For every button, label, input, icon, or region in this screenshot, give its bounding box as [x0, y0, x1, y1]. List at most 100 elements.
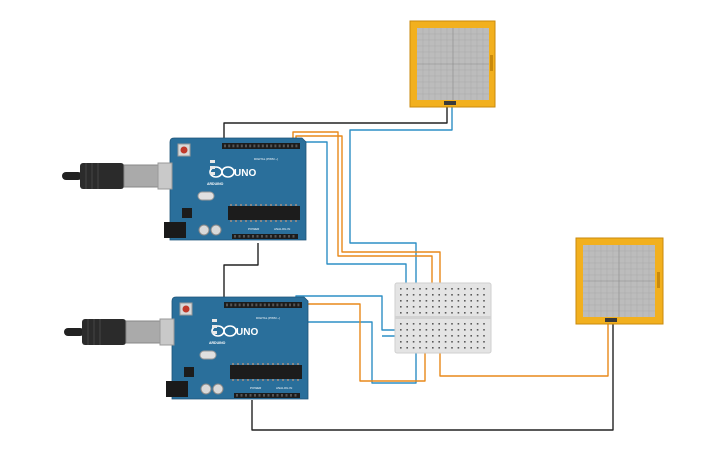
breadboard-hole[interactable]: [412, 288, 415, 290]
breadboard-hole[interactable]: [457, 323, 460, 325]
breadboard-hole[interactable]: [444, 347, 447, 349]
breadboard-hole[interactable]: [432, 288, 434, 290]
breadboard-hole[interactable]: [470, 306, 472, 308]
header-pin[interactable]: [247, 303, 249, 307]
breadboard-hole[interactable]: [451, 341, 453, 343]
breadboard-hole[interactable]: [425, 341, 428, 343]
breadboard-hole[interactable]: [483, 347, 485, 349]
breadboard-hole[interactable]: [406, 335, 408, 337]
breadboard-hole[interactable]: [451, 347, 453, 349]
breadboard-hole[interactable]: [425, 288, 428, 290]
breadboard-hole[interactable]: [425, 347, 428, 349]
header-pin[interactable]: [266, 144, 268, 148]
breadboard-hole[interactable]: [438, 306, 440, 308]
header-pin[interactable]: [263, 303, 266, 307]
breadboard-hole[interactable]: [425, 294, 428, 296]
breadboard-hole[interactable]: [476, 288, 479, 290]
header-pin[interactable]: [242, 303, 245, 307]
breadboard-hole[interactable]: [457, 347, 460, 349]
breadboard-hole[interactable]: [438, 294, 440, 296]
breadboard-hole[interactable]: [483, 294, 485, 296]
breadboard-hole[interactable]: [419, 341, 421, 343]
breadboard-hole[interactable]: [476, 329, 479, 331]
breadboard-hole[interactable]: [483, 312, 485, 314]
header-pin[interactable]: [236, 144, 239, 148]
breadboard-hole[interactable]: [412, 347, 415, 349]
header-pin[interactable]: [259, 303, 262, 307]
header-pin[interactable]: [234, 235, 236, 238]
breadboard-hole[interactable]: [457, 341, 460, 343]
breadboard-hole[interactable]: [425, 335, 428, 337]
breadboard-hole[interactable]: [432, 335, 434, 337]
header-pin[interactable]: [245, 394, 247, 397]
header-pin[interactable]: [232, 144, 235, 148]
breadboard-hole[interactable]: [400, 294, 402, 296]
breadboard-hole[interactable]: [419, 288, 421, 290]
header-pin[interactable]: [282, 144, 285, 148]
breadboard-hole[interactable]: [457, 335, 460, 337]
breadboard-hole[interactable]: [419, 312, 421, 314]
breadboard-hole[interactable]: [412, 312, 415, 314]
breadboard-hole[interactable]: [406, 312, 408, 314]
breadboard-hole[interactable]: [464, 335, 466, 337]
header-pin[interactable]: [234, 303, 237, 307]
header-pin[interactable]: [288, 235, 290, 238]
breadboard-hole[interactable]: [476, 341, 479, 343]
power-jack[interactable]: [164, 222, 186, 238]
header-pin[interactable]: [238, 303, 241, 307]
breadboard-hole[interactable]: [451, 335, 453, 337]
header-pin[interactable]: [261, 235, 263, 238]
header-pin[interactable]: [276, 394, 279, 397]
breadboard-hole[interactable]: [464, 312, 466, 314]
breadboard-hole[interactable]: [419, 323, 421, 325]
breadboard-hole[interactable]: [438, 300, 440, 302]
breadboard-hole[interactable]: [457, 329, 460, 331]
breadboard-hole[interactable]: [476, 347, 479, 349]
wire-black-top-display-gnd[interactable]: [223, 107, 448, 142]
breadboard-hole[interactable]: [432, 329, 434, 331]
breadboard-hole[interactable]: [457, 288, 460, 290]
header-pin[interactable]: [258, 394, 261, 397]
breadboard-hole[interactable]: [444, 341, 447, 343]
breadboard-hole[interactable]: [464, 288, 466, 290]
breadboard-hole[interactable]: [419, 294, 421, 296]
wire-black-board-link[interactable]: [223, 243, 259, 300]
breadboard-hole[interactable]: [425, 312, 428, 314]
breadboard-hole[interactable]: [432, 341, 434, 343]
breadboard-hole[interactable]: [406, 347, 408, 349]
breadboard-hole[interactable]: [457, 294, 460, 296]
breadboard-hole[interactable]: [432, 294, 434, 296]
breadboard-hole[interactable]: [483, 323, 485, 325]
header-pin[interactable]: [289, 303, 291, 307]
breadboard-hole[interactable]: [444, 312, 447, 314]
breadboard-hole[interactable]: [400, 347, 402, 349]
breadboard-hole[interactable]: [476, 306, 479, 308]
breadboard-hole[interactable]: [470, 288, 472, 290]
header-pin[interactable]: [249, 144, 252, 148]
breadboard-hole[interactable]: [444, 329, 447, 331]
breadboard-hole[interactable]: [400, 300, 402, 302]
breadboard-hole[interactable]: [432, 300, 434, 302]
breadboard[interactable]: [394, 282, 492, 354]
breadboard-hole[interactable]: [444, 306, 447, 308]
breadboard-hole[interactable]: [412, 341, 415, 343]
breadboard-hole[interactable]: [470, 341, 472, 343]
power-jack[interactable]: [166, 381, 188, 397]
breadboard-hole[interactable]: [438, 341, 440, 343]
breadboard-hole[interactable]: [470, 300, 472, 302]
breadboard-hole[interactable]: [412, 335, 415, 337]
arduino-board-top[interactable]: [164, 137, 307, 241]
breadboard-hole[interactable]: [438, 329, 440, 331]
reset-button-cap[interactable]: [180, 146, 188, 154]
breadboard-hole[interactable]: [412, 300, 415, 302]
breadboard-hole[interactable]: [483, 341, 485, 343]
header-pin[interactable]: [230, 303, 233, 307]
breadboard-hole[interactable]: [406, 288, 408, 290]
breadboard-hole[interactable]: [400, 341, 402, 343]
breadboard-hole[interactable]: [476, 312, 479, 314]
header-pin[interactable]: [236, 394, 238, 397]
header-pin[interactable]: [274, 235, 277, 238]
breadboard-hole[interactable]: [419, 329, 421, 331]
breadboard-hole[interactable]: [438, 312, 440, 314]
breadboard-hole[interactable]: [451, 312, 453, 314]
